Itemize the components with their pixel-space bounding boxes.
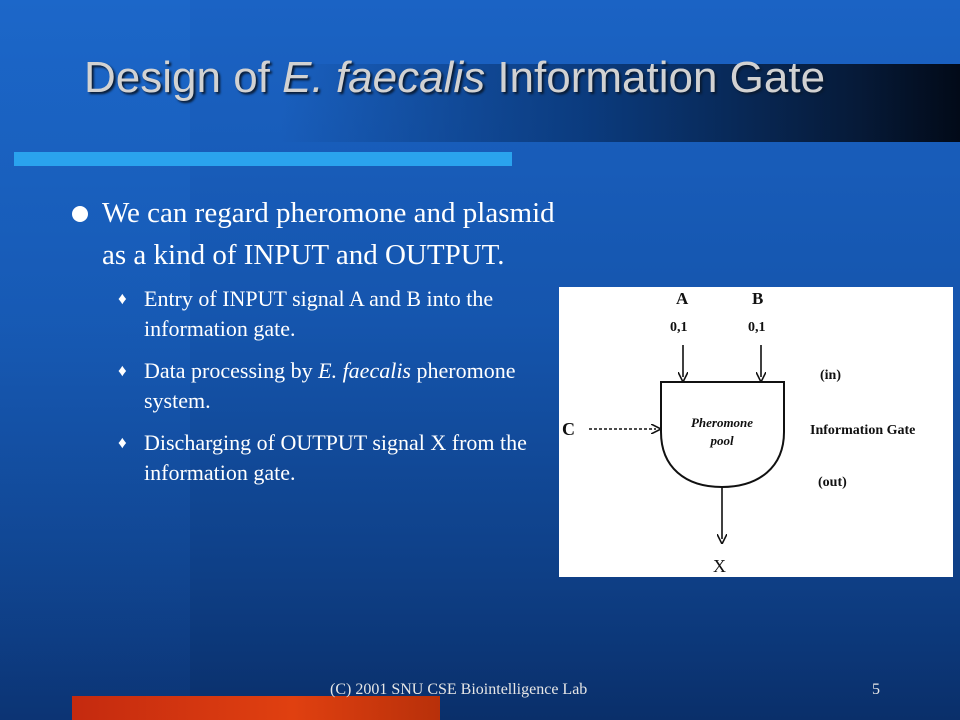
output-x-label: X bbox=[713, 556, 726, 576]
input-b-values: 0,1 bbox=[748, 320, 766, 335]
main-bullet: We can regard pheromone and plasmid as a… bbox=[68, 192, 568, 276]
slide-title: Design of E. faecalis Information Gate bbox=[84, 52, 884, 104]
sub-bullet: ♦ Entry of INPUT signal A and B into the… bbox=[116, 284, 568, 344]
title-accent-line bbox=[14, 152, 512, 166]
pool-label-line1: Pheromone bbox=[691, 415, 753, 430]
sub-bullet: ♦ Discharging of OUTPUT signal X from th… bbox=[116, 428, 568, 488]
diagram-svg: A B 0,1 0,1 Pheromone pool C X (in) Info… bbox=[562, 289, 915, 576]
input-b-label: B bbox=[752, 289, 763, 308]
diamond-bullet-icon: ♦ bbox=[118, 361, 127, 380]
sub-bullet-text: Data processing by bbox=[144, 358, 319, 383]
left-decor-panel bbox=[0, 0, 190, 720]
title-text-end: Information Gate bbox=[485, 53, 826, 102]
information-gate-label: Information Gate bbox=[810, 423, 915, 438]
sub-bullet-list: ♦ Entry of INPUT signal A and B into the… bbox=[68, 284, 568, 488]
bullet-list: We can regard pheromone and plasmid as a… bbox=[68, 192, 568, 500]
sub-bullet: ♦ Data processing by E. faecalis pheromo… bbox=[116, 356, 568, 416]
title-decor-bar bbox=[280, 64, 960, 142]
footer-copyright: (C) 2001 SNU CSE Biointelligence Lab bbox=[330, 681, 588, 698]
footer-decor-bar bbox=[72, 696, 440, 720]
diamond-bullet-icon: ♦ bbox=[118, 433, 127, 452]
main-bullet-text: We can regard pheromone and plasmid as a… bbox=[102, 197, 555, 271]
pool-label-line2: pool bbox=[709, 433, 734, 448]
pheromone-pool-vessel bbox=[660, 381, 785, 489]
in-label: (in) bbox=[820, 368, 841, 383]
page-number: 5 bbox=[872, 681, 880, 698]
input-a-values: 0,1 bbox=[670, 320, 688, 335]
input-c-label: C bbox=[562, 419, 575, 439]
out-label: (out) bbox=[818, 475, 847, 490]
sub-bullet-organism: E. faecalis bbox=[318, 358, 411, 383]
bullet-dot-icon bbox=[72, 206, 88, 222]
title-organism: E. faecalis bbox=[282, 53, 486, 102]
title-text: Design of bbox=[84, 53, 283, 102]
sub-bullet-text: Discharging of OUTPUT signal X from the … bbox=[144, 430, 527, 485]
sub-bullet-text-end: pheromone system. bbox=[144, 358, 516, 413]
information-gate-diagram: A B 0,1 0,1 Pheromone pool C X (in) Info… bbox=[559, 287, 953, 577]
diamond-bullet-icon: ♦ bbox=[118, 289, 127, 308]
input-a-label: A bbox=[676, 289, 689, 308]
sub-bullet-text: Entry of INPUT signal A and B into the i… bbox=[144, 286, 494, 341]
